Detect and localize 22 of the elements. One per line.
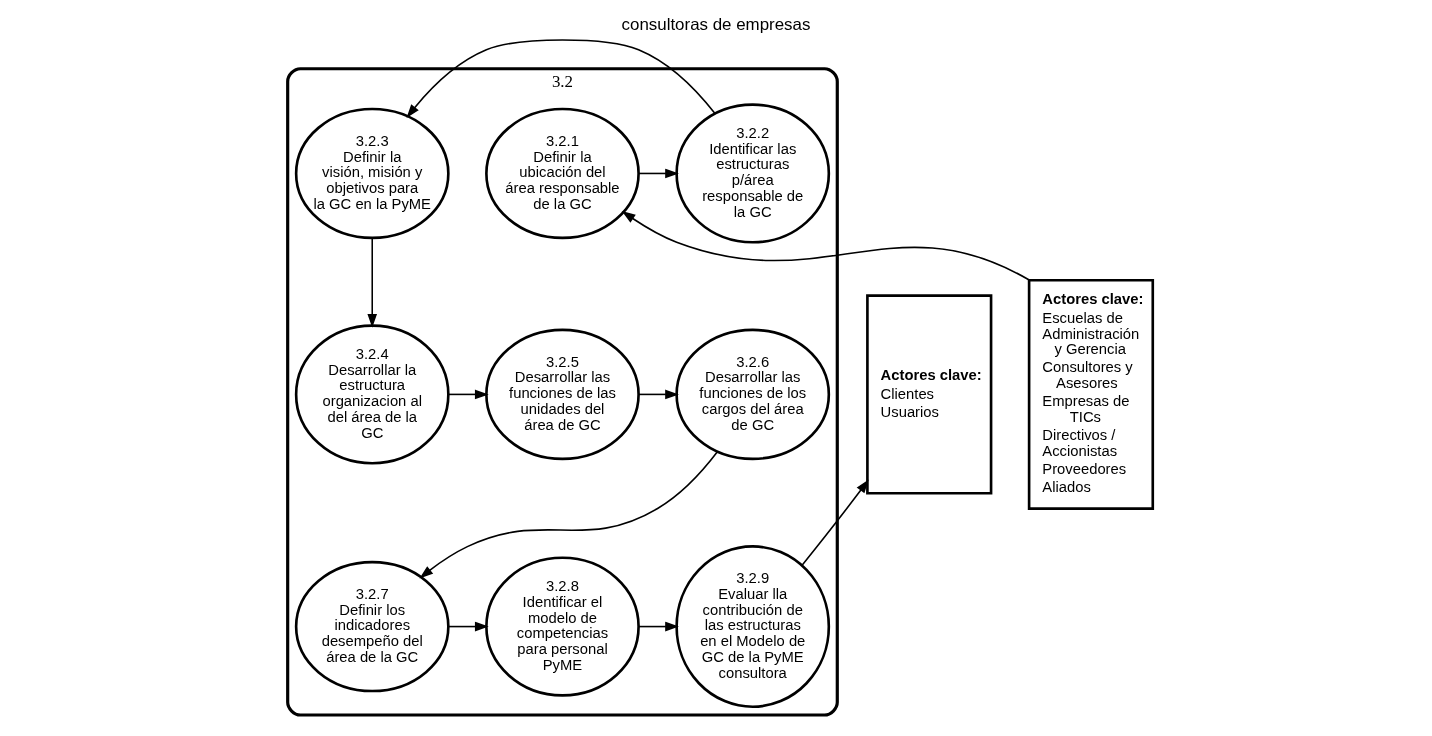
node-circle: 3.2.8 Identificar el modelo de competencias para personal PyME	[485, 556, 640, 697]
node-box: Actores clave: Escuelas de Administración y Gerencia Consultores y Asesores Empresas de TICs Directivos / Accionistas Proveedores Aliados	[1027, 278, 1155, 510]
arrow	[419, 450, 719, 579]
arrow	[637, 621, 679, 632]
node-box: Actores clave: Clientes Usuarios	[866, 294, 993, 495]
arrow	[447, 621, 489, 632]
node-ellipse: 3.2.3 Definir la visión, misión y objetivos para la GC en la PyME	[294, 107, 450, 240]
node-ellipse: 3.2.6 Desarrollar las funciones de los cargos del área de GC	[675, 328, 831, 461]
node-circle: 3.2.2 Identificar las estructuras p/área responsable de la GC	[675, 103, 831, 244]
node-ellipse: 3.2.5 Desarrollar las funciones de las unidades del área de GC	[485, 328, 640, 461]
node-ellipse: 3.2.1 Definir la ubicación del área responsable de la GC	[485, 107, 640, 240]
diagram-title: consultoras de empresas	[621, 15, 811, 35]
arrow	[637, 389, 679, 400]
node-circle: 3.2.9 Evaluar lla contribución de las estructuras en el Modelo de GC de la PyME consultora	[675, 545, 831, 709]
arrow	[637, 168, 679, 179]
node-circle: 3.2.4 Desarrollar la estructura organizacion al del área de la GC	[294, 324, 450, 465]
arrow	[406, 39, 716, 119]
arrow	[447, 389, 489, 400]
arrow	[801, 479, 869, 567]
node-ellipse: 3.2.7 Definir los indicadores desempeño del área de la GC	[294, 560, 450, 693]
arrow	[621, 211, 1031, 281]
arrow	[367, 237, 378, 328]
